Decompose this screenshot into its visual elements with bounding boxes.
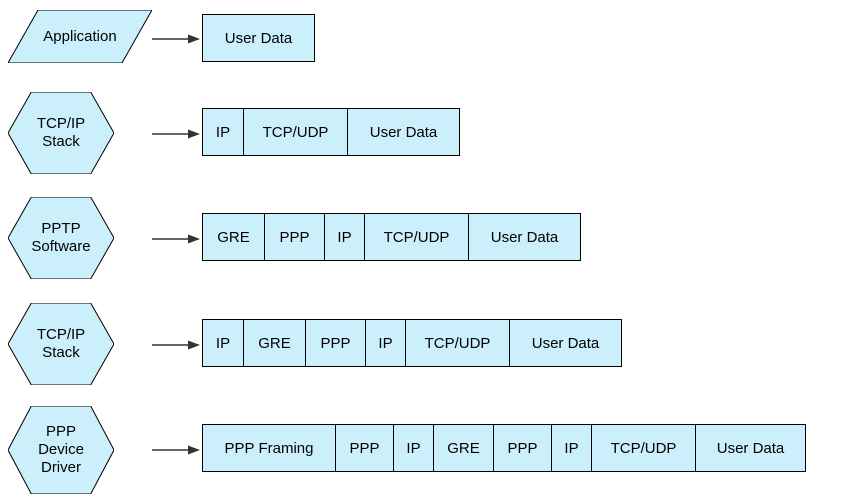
packet-segment: User Data xyxy=(469,214,580,260)
hexagon-shape: PPTP Software xyxy=(8,197,114,279)
packet-segment: IP xyxy=(366,320,406,366)
packet-segment: TCP/UDP xyxy=(365,214,469,260)
layer-shape-pptp-software: PPTP Software xyxy=(8,197,114,279)
packet-segment: User Data xyxy=(510,320,621,366)
packet-segment: PPP xyxy=(265,214,325,260)
layer-shape-tcp-ip-stack-2: TCP/IP Stack xyxy=(8,303,114,385)
packet-segment: IP xyxy=(325,214,365,260)
right-arrow-icon xyxy=(152,127,200,139)
packet-segment: PPP xyxy=(494,425,552,471)
layer-shape-application: Application xyxy=(8,10,152,63)
layer-label: PPP Device Driver xyxy=(38,423,84,476)
packet-segment: GRE xyxy=(203,214,265,260)
packet-segment: GRE xyxy=(244,320,306,366)
right-arrow-icon xyxy=(152,32,200,44)
layer-label: PPTP Software xyxy=(31,220,91,255)
packet-segment: IP xyxy=(203,320,244,366)
packet-segment: TCP/UDP xyxy=(592,425,696,471)
layer-label: Application xyxy=(43,27,117,45)
packet-segment: PPP xyxy=(336,425,394,471)
hexagon-shape: TCP/IP Stack xyxy=(8,303,114,385)
hexagon-shape: TCP/IP Stack xyxy=(8,92,114,174)
packet-segment: IP xyxy=(552,425,592,471)
packet-bar-application: User Data xyxy=(202,14,315,62)
packet-segment: User Data xyxy=(203,15,314,61)
layer-label: TCP/IP Stack xyxy=(36,115,86,150)
layer-shape-tcp-ip-stack-1: TCP/IP Stack xyxy=(8,92,114,174)
packet-segment: IP xyxy=(394,425,434,471)
parallelogram-shape: Application xyxy=(8,10,152,63)
packet-segment: User Data xyxy=(348,109,459,155)
packet-segment: TCP/UDP xyxy=(406,320,510,366)
packet-segment: GRE xyxy=(434,425,494,471)
right-arrow-icon xyxy=(152,443,200,455)
hexagon-shape: PPP Device Driver xyxy=(8,406,114,494)
packet-segment: TCP/UDP xyxy=(244,109,348,155)
packet-segment: IP xyxy=(203,109,244,155)
packet-segment: PPP xyxy=(306,320,366,366)
right-arrow-icon xyxy=(152,232,200,244)
layer-label: TCP/IP Stack xyxy=(36,326,86,361)
packet-segment: PPP Framing xyxy=(203,425,336,471)
packet-segment: User Data xyxy=(696,425,805,471)
layer-shape-ppp-device-driver: PPP Device Driver xyxy=(8,406,114,494)
right-arrow-icon xyxy=(152,338,200,350)
